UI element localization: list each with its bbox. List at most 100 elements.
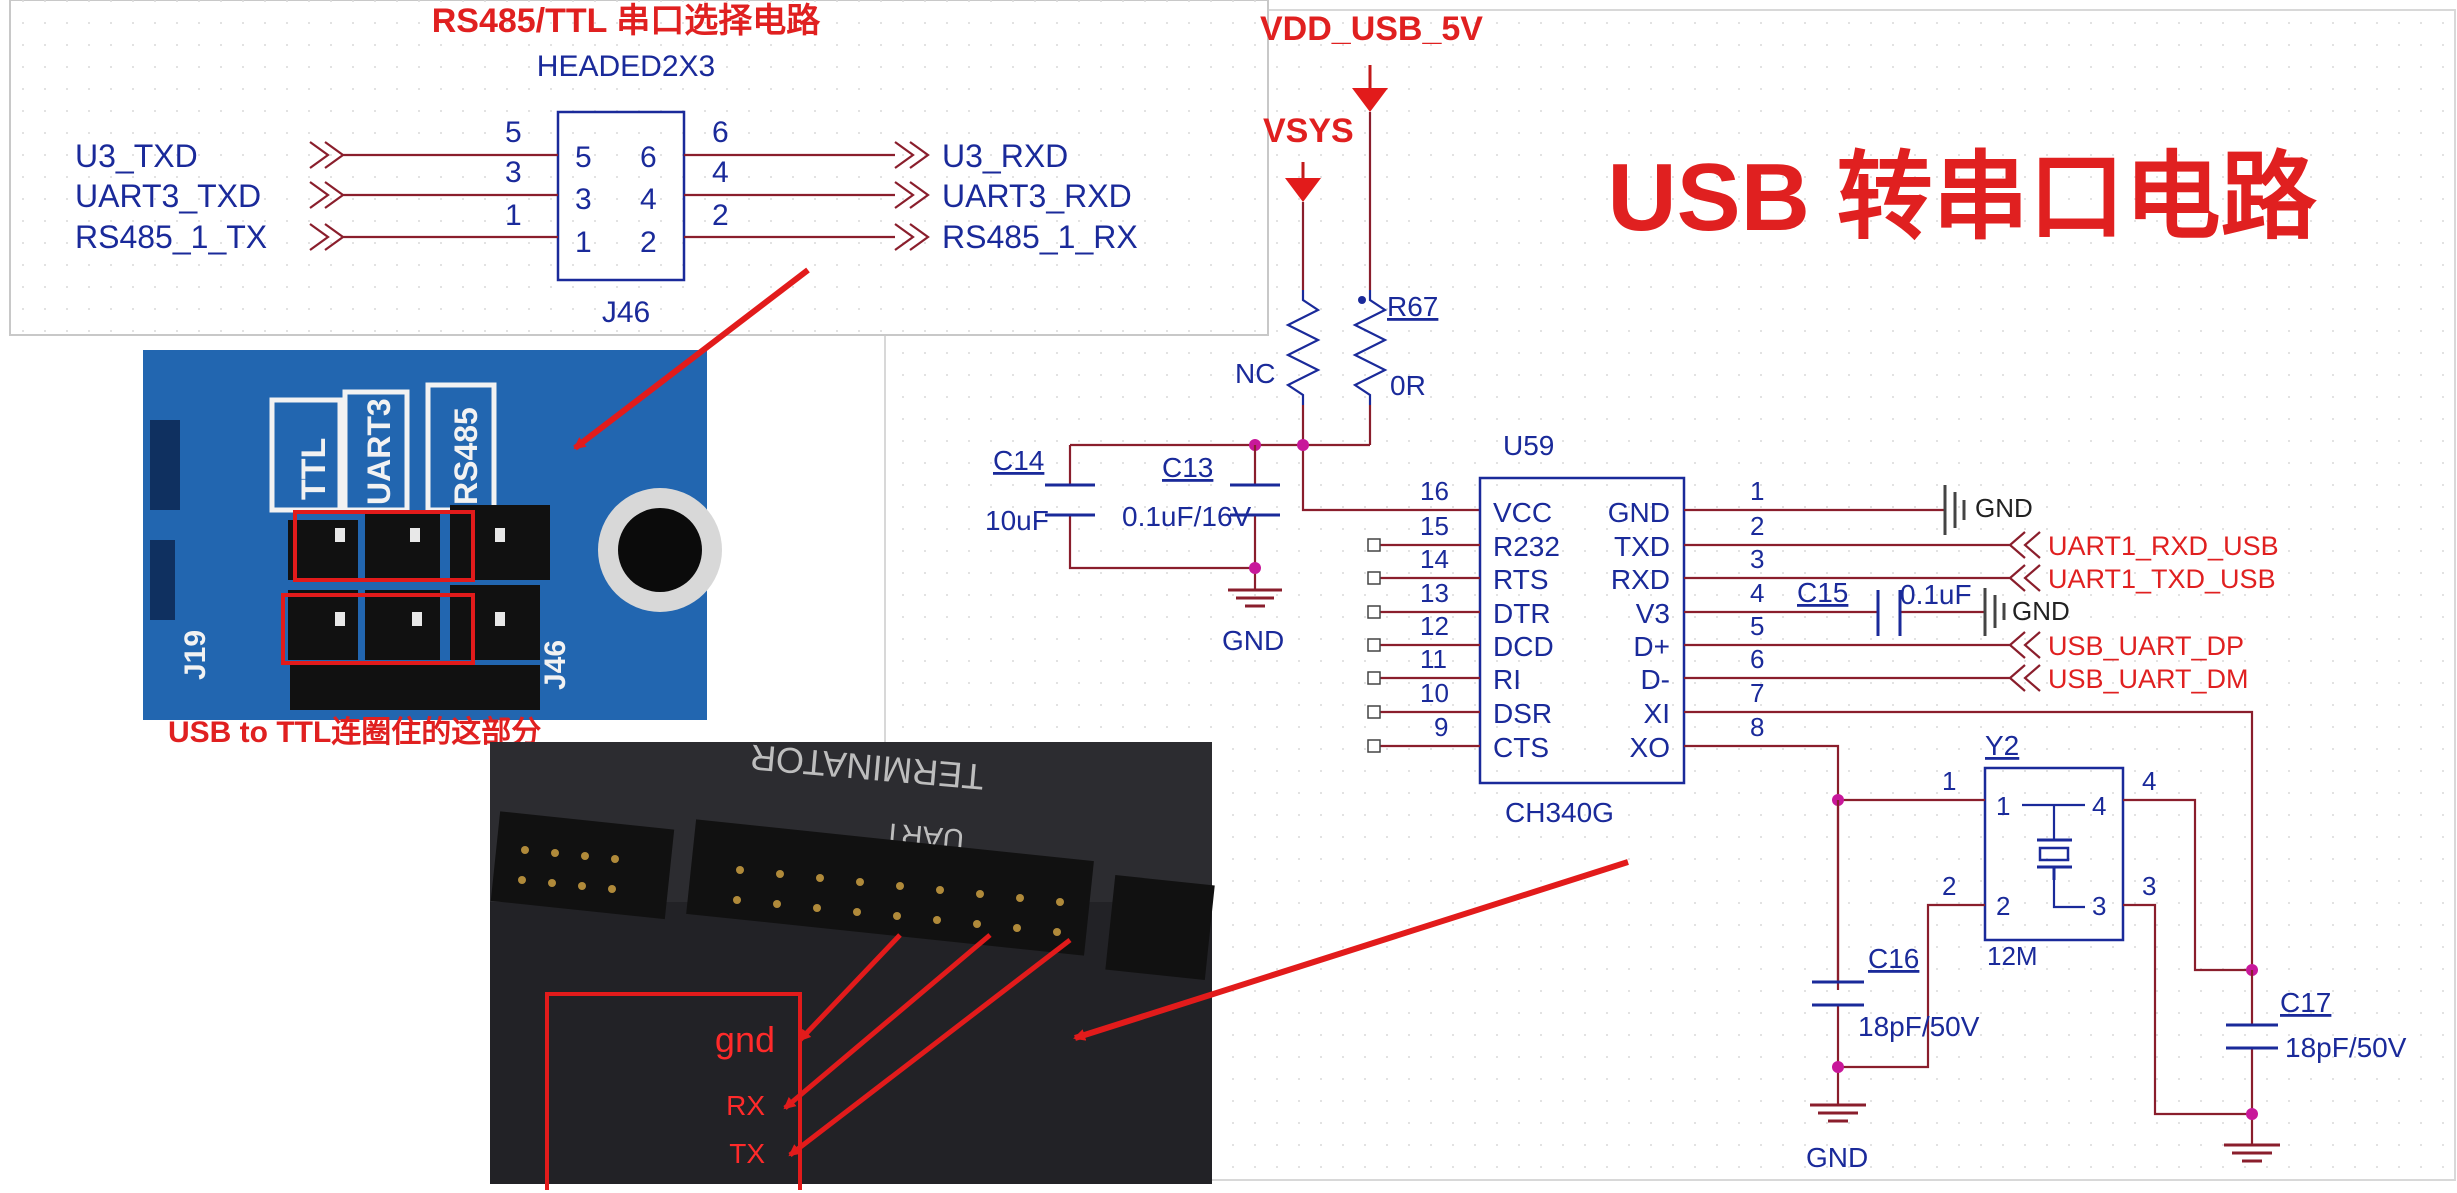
- u59-pin-dp: D+: [1633, 631, 1670, 662]
- u59-pin-num-11: 11: [1420, 644, 1447, 674]
- u59-pin-num-13: 13: [1420, 578, 1449, 608]
- gnd-symbol-3: [2224, 1143, 2280, 1163]
- gnd-label-1: GND: [1222, 625, 1284, 656]
- u59-body: [1478, 476, 1686, 785]
- silk-j19: J19: [179, 630, 212, 680]
- main-title: USB 转串口电路: [1607, 144, 2317, 251]
- y2-inner-pin-1: 1: [1996, 791, 2010, 821]
- u59-pin-dcd: DCD: [1493, 631, 1554, 662]
- gnd-label-3: GND: [2012, 596, 2070, 626]
- u59-pin-dm: D-: [1640, 664, 1670, 695]
- c16-ref: C16: [1868, 943, 1919, 974]
- y2-value: 12M: [1987, 941, 2038, 971]
- pin-outer-2: 2: [712, 199, 729, 232]
- u59-left-pins: 16 15 14 13 12 11 10 9 VCC R232 RTS DTR …: [1367, 476, 1560, 763]
- gnd-label-2: GND: [1975, 493, 2033, 523]
- net-uart3-txd: UART3_TXD: [75, 178, 261, 214]
- y2-outer-pin-4: 4: [2142, 766, 2156, 796]
- net-uart3-rxd: UART3_RXD: [942, 178, 1132, 214]
- u59-pin-num-8: 8: [1750, 712, 1764, 742]
- pin-outer-3: 3: [505, 156, 522, 189]
- net-usb-uart-dp: USB_UART_DP: [2048, 631, 2244, 661]
- y2-inner-pin-4: 4: [2092, 791, 2106, 821]
- u59-pin-v3: V3: [1636, 598, 1670, 629]
- y2-outer-pin-3: 3: [2142, 871, 2156, 901]
- crystal-y2-body: [1983, 766, 2125, 942]
- u59-pin-txd: TXD: [1614, 531, 1670, 562]
- r67-value: 0R: [1390, 370, 1426, 401]
- u59-pin-num-16: 16: [1420, 476, 1449, 506]
- j46-left-nets: U3_TXD UART3_TXD RS485_1_TX: [75, 138, 558, 255]
- u59-pin-num-4: 4: [1750, 578, 1764, 608]
- net-rs485-rx: RS485_1_RX: [942, 219, 1138, 255]
- net-uart1-rxd-usb: UART1_RXD_USB: [2048, 531, 2279, 561]
- gnd-label-4: GND: [1806, 1142, 1868, 1173]
- c16-value: 18pF/50V: [1858, 1011, 1980, 1042]
- u59-part: CH340G: [1505, 797, 1614, 828]
- photo1-highlight-bottom: [281, 593, 475, 665]
- pcb-photo-uart: TERMINATOR UART gnd RX TX: [490, 737, 1215, 1190]
- u59-pin-cts: CTS: [1493, 732, 1549, 763]
- u59-pin-num-3: 3: [1750, 544, 1764, 574]
- c15-value: 0.1uF: [1900, 579, 1972, 610]
- c17-ref: C17: [2280, 987, 2331, 1018]
- connector-type: HEADED2X3: [537, 50, 715, 83]
- u59-ref: U59: [1503, 430, 1554, 461]
- resistor-r67: [1352, 290, 1388, 405]
- u59-pin-dtr: DTR: [1493, 598, 1551, 629]
- c14-ref: C14: [993, 445, 1044, 476]
- c14-value: 10uF: [985, 505, 1049, 536]
- net-u3-rxd: U3_RXD: [942, 138, 1068, 174]
- silk-rs485: RS485: [448, 407, 484, 505]
- pin-inner-1: 1: [575, 226, 592, 259]
- label-gnd: gnd: [715, 1019, 775, 1060]
- j46-pin-numbers: 5 3 1 5 3 1 6 4 2 6 4 2: [505, 116, 729, 259]
- power-arrow-vdd: [1352, 88, 1388, 112]
- u59-pin-rxd: RXD: [1611, 564, 1670, 595]
- label-rx: RX: [726, 1090, 765, 1121]
- pin-inner-2: 2: [640, 226, 657, 259]
- u59-pin-num-9: 9: [1434, 712, 1448, 742]
- photo1-caption: USB to TTL连圈住的这部分: [168, 715, 541, 749]
- u59-pin-num-10: 10: [1420, 678, 1449, 708]
- net-usb-uart-dm: USB_UART_DM: [2048, 664, 2249, 694]
- y2-inner-pin-3: 3: [2092, 891, 2106, 921]
- annotation-arrows: [573, 267, 1629, 1041]
- power-arrow-vsys: [1285, 178, 1321, 202]
- net-uart1-txd-usb: UART1_TXD_USB: [2048, 564, 2276, 594]
- pin-inner-5: 5: [575, 141, 592, 174]
- u59-pin-num-7: 7: [1750, 678, 1764, 708]
- top-panel-title: RS485/TTL 串口选择电路: [432, 2, 822, 40]
- pin-inner-4: 4: [640, 183, 657, 216]
- u59-pin-ri: RI: [1493, 664, 1521, 695]
- r67-ref: R67: [1387, 291, 1438, 322]
- c17-value: 18pF/50V: [2285, 1032, 2407, 1063]
- power-vsys: VSYS: [1263, 112, 1354, 150]
- u59-pin-num-14: 14: [1420, 544, 1449, 574]
- pin-inner-3: 3: [575, 183, 592, 216]
- label-tx: TX: [729, 1138, 765, 1169]
- pin-outer-5: 5: [505, 116, 522, 149]
- y2-outer-pin-2: 2: [1942, 871, 1956, 901]
- c13-ref: C13: [1162, 452, 1213, 483]
- c13-value: 0.1uF/16V: [1122, 501, 1252, 532]
- u59-pin-r232: R232: [1493, 531, 1560, 562]
- resistor-nc-label: NC: [1235, 358, 1275, 389]
- pin-outer-1: 1: [505, 199, 522, 232]
- u59-pin-dsr: DSR: [1493, 698, 1552, 729]
- u59-pin-num-15: 15: [1420, 511, 1449, 541]
- j46-ref: J46: [602, 296, 650, 329]
- u59-pin-num-5: 5: [1750, 611, 1764, 641]
- u59-pin-rts: RTS: [1493, 564, 1549, 595]
- photo1-highlight-top: [293, 510, 475, 582]
- pin-outer-6: 6: [712, 116, 729, 149]
- u59-pin-num-12: 12: [1420, 611, 1449, 641]
- silk-uart3: UART3: [361, 398, 397, 505]
- u59-pin-num-2: 2: [1750, 511, 1764, 541]
- net-rs485-tx: RS485_1_TX: [75, 219, 267, 255]
- gnd-symbol-2: [1810, 1103, 1866, 1123]
- u59-pin-xi: XI: [1644, 698, 1670, 729]
- y2-ref: Y2: [1985, 730, 2019, 761]
- u59-pin-num-1: 1: [1750, 476, 1764, 506]
